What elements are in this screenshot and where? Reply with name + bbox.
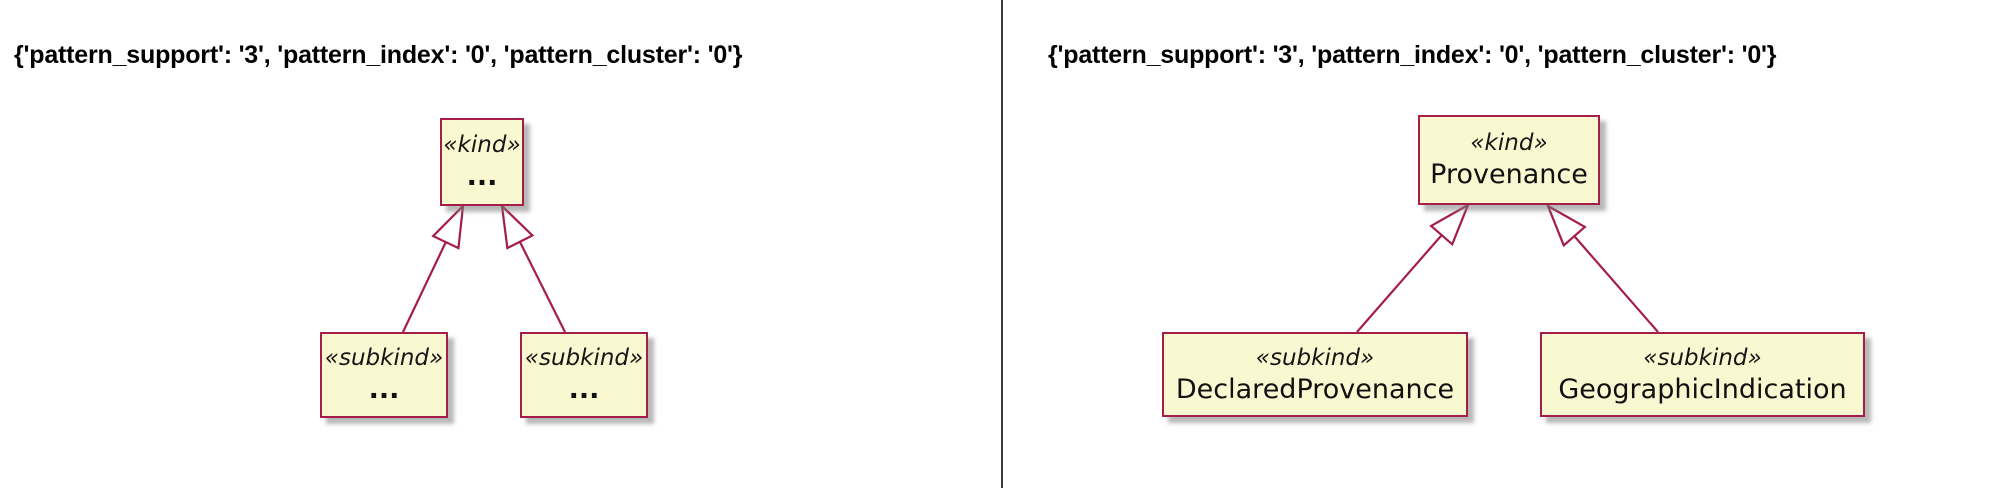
uml-class-subkind-2: «subkind»GeographicIndication bbox=[1540, 332, 1865, 417]
generalization-arrowhead bbox=[500, 203, 535, 250]
pattern-panel-right: {'pattern_support': '3', 'pattern_index'… bbox=[1004, 0, 1996, 488]
generalization-line bbox=[402, 241, 447, 333]
uml-class-kind: «kind» Provenance bbox=[1418, 115, 1600, 205]
stereotype-label: «kind» bbox=[443, 132, 521, 158]
stereotype-label: «kind» bbox=[1470, 130, 1548, 156]
uml-class-subkind-1: «subkind»DeclaredProvenance bbox=[1162, 332, 1468, 417]
generalization-line bbox=[1573, 235, 1659, 333]
pattern-panel-left: {'pattern_support': '3', 'pattern_index'… bbox=[14, 41, 743, 418]
generalization-arrowhead bbox=[1545, 203, 1587, 248]
stereotype-label: «subkind» bbox=[1643, 344, 1762, 371]
uml-class-subkind-1: «subkind»... bbox=[320, 332, 448, 418]
class-name-label: ... bbox=[568, 374, 600, 405]
generalization-edges bbox=[1356, 202, 1659, 333]
class-name-label: Provenance bbox=[1430, 159, 1588, 190]
class-name-label: DeclaredProvenance bbox=[1175, 373, 1455, 405]
pattern-metadata-header: {'pattern_support': '3', 'pattern_index'… bbox=[14, 41, 743, 69]
generalization-edges bbox=[402, 202, 566, 333]
generalization-arrowhead bbox=[1429, 202, 1471, 247]
generalization-arrowhead bbox=[431, 202, 465, 250]
stereotype-label: «subkind» bbox=[1255, 344, 1375, 371]
class-name-label: GeographicIndication bbox=[1558, 373, 1847, 405]
generalization-line bbox=[518, 241, 566, 333]
class-name-label: ... bbox=[368, 374, 400, 405]
pattern-metadata-header: {'pattern_support': '3', 'pattern_index'… bbox=[1048, 41, 1777, 69]
panel-divider bbox=[1001, 0, 1003, 488]
uml-class-subkind-2: «subkind»... bbox=[520, 332, 648, 418]
stereotype-label: «subkind» bbox=[324, 345, 444, 371]
stereotype-label: «subkind» bbox=[524, 345, 644, 371]
generalization-line bbox=[1356, 234, 1443, 333]
class-name-label: ... bbox=[466, 161, 498, 192]
uml-class-kind: «kind»... bbox=[440, 118, 524, 206]
